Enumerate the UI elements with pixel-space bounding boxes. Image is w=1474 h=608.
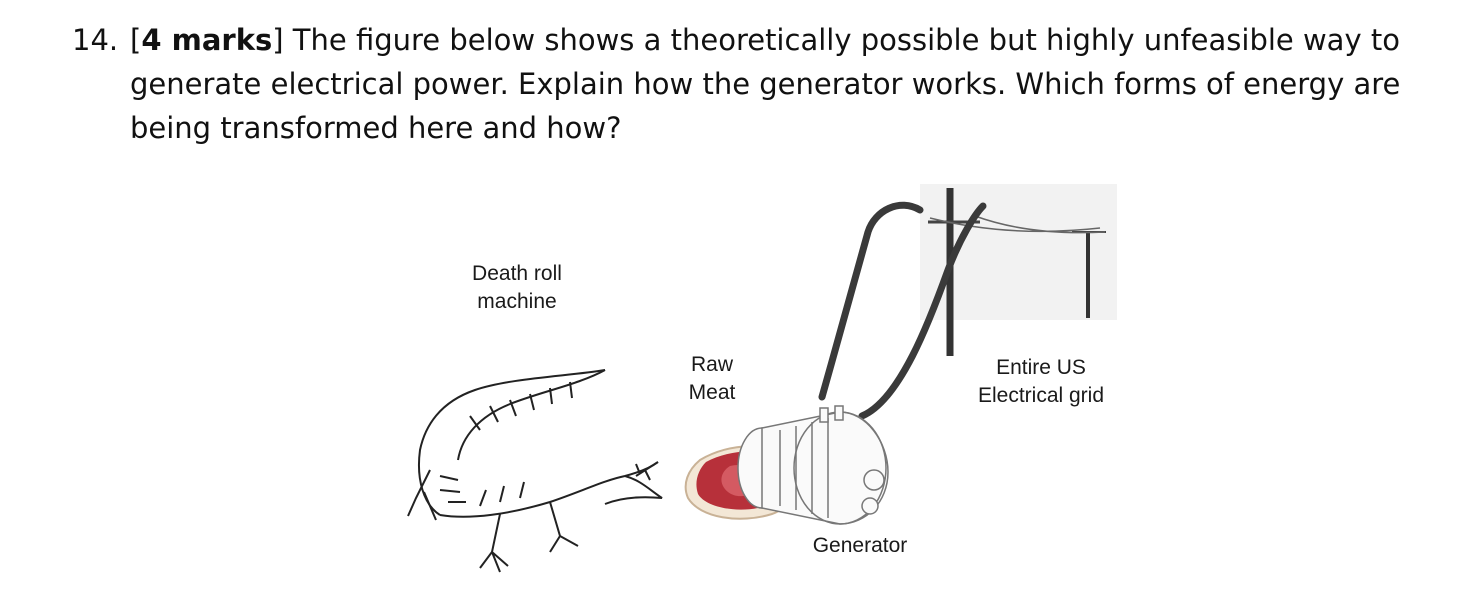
label-entire-us-electrical-grid: Entire US Electrical grid (977, 356, 1105, 407)
generator-illustration (737, 405, 889, 525)
question-number: 14. (72, 23, 119, 57)
generator-cables (818, 201, 987, 420)
crocodile-illustration (407, 369, 663, 573)
question-body: The figure below shows a theoretically p… (130, 23, 1401, 145)
figure-drawing (407, 184, 1117, 573)
power-pole-illustration (928, 188, 1106, 356)
label-generator: Generator (812, 534, 908, 557)
question-marks: 4 marks (141, 23, 273, 57)
question-text: [4 marks] The figure below shows a theor… (130, 23, 1401, 145)
label-raw-meat: Raw Meat (688, 353, 736, 404)
generator-figure: Death roll machine Raw Meat Generator En… (400, 180, 1130, 580)
label-death-roll-machine: Death roll machine (472, 262, 562, 313)
